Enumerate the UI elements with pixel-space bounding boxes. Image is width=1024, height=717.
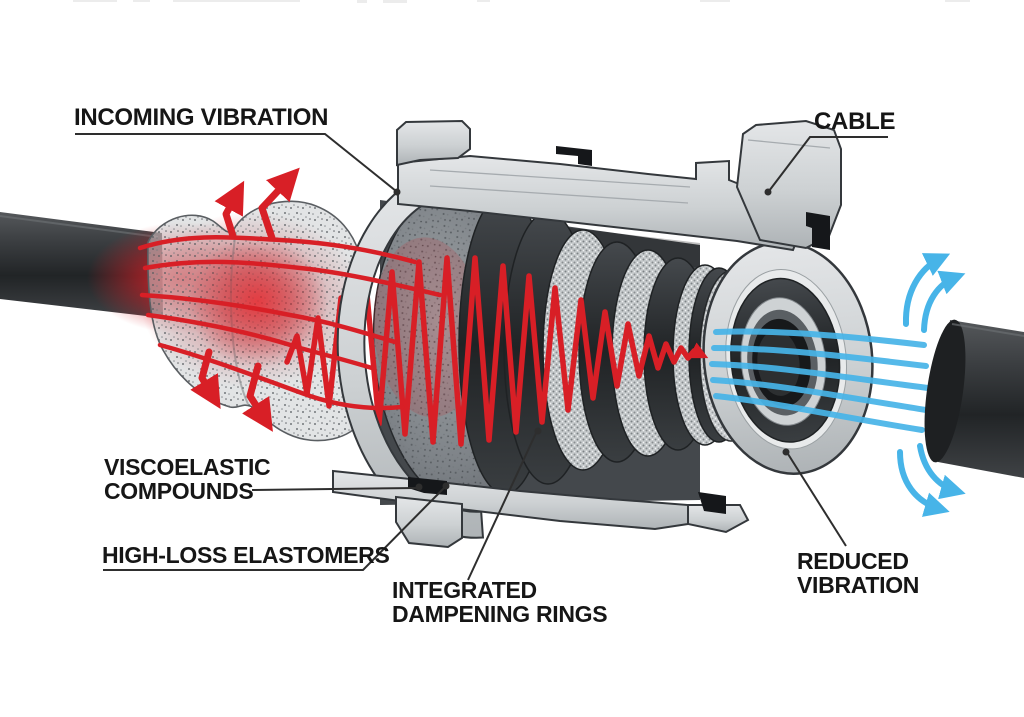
label-cable: CABLE [814,108,896,135]
reduced-vibration-lines [709,328,931,433]
right-cable [924,319,1024,478]
top-edge-artifact [73,0,970,3]
label-incoming-vibration: INCOMING VIBRATION [74,104,329,131]
leader-dots [393,188,790,491]
label-reduced-line1: REDUCED [797,548,909,574]
label-high-loss-elastomers: HIGH-LOSS ELASTOMERS [102,542,390,568]
label-integrated-line2: DAMPENING RINGS [392,601,608,627]
label-reduced-line2: VIBRATION [797,572,920,598]
label-viscoelastic-line1: VISCOELASTIC [104,454,271,480]
incoming-vibration-arrow-icons [190,167,300,432]
reduced-vibration-arrow-icons [897,253,966,517]
incoming-vibration-streamlines [137,235,443,411]
label-viscoelastic-line2: COMPOUNDS [104,478,254,504]
leader-lines [75,133,888,581]
clamp-mechanism-parts [408,146,830,514]
label-integrated-dampening-rings: INTEGRATED DAMPENING RINGS [392,577,608,627]
label-integrated-line1: INTEGRATED [392,577,537,603]
housing-section-lines [429,139,831,204]
label-reduced-vibration: REDUCED VIBRATION [797,549,919,597]
label-viscoelastic-compounds: VISCOELASTIC COMPOUNDS [104,454,271,504]
